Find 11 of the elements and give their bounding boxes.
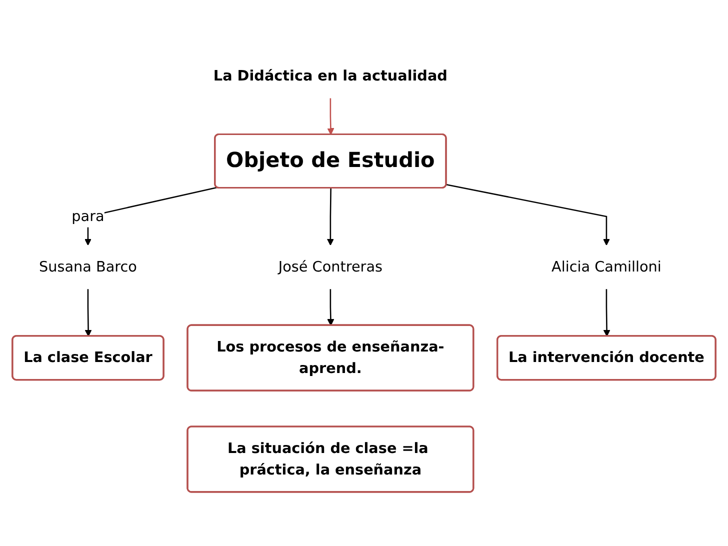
- node-text: Susana Barco: [38, 258, 137, 276]
- node-text: La Didáctica en la actualidad: [213, 68, 448, 85]
- arrow: [326, 188, 334, 246]
- arrow: [327, 98, 334, 135]
- arrow: [446, 184, 610, 246]
- arrow: [327, 288, 334, 326]
- edge-label: para: [72, 208, 104, 225]
- arrow: [84, 288, 92, 336]
- node-text: José Contreras: [278, 258, 383, 276]
- node-text: Alicia Camilloni: [552, 258, 662, 276]
- arrow: [603, 288, 610, 336]
